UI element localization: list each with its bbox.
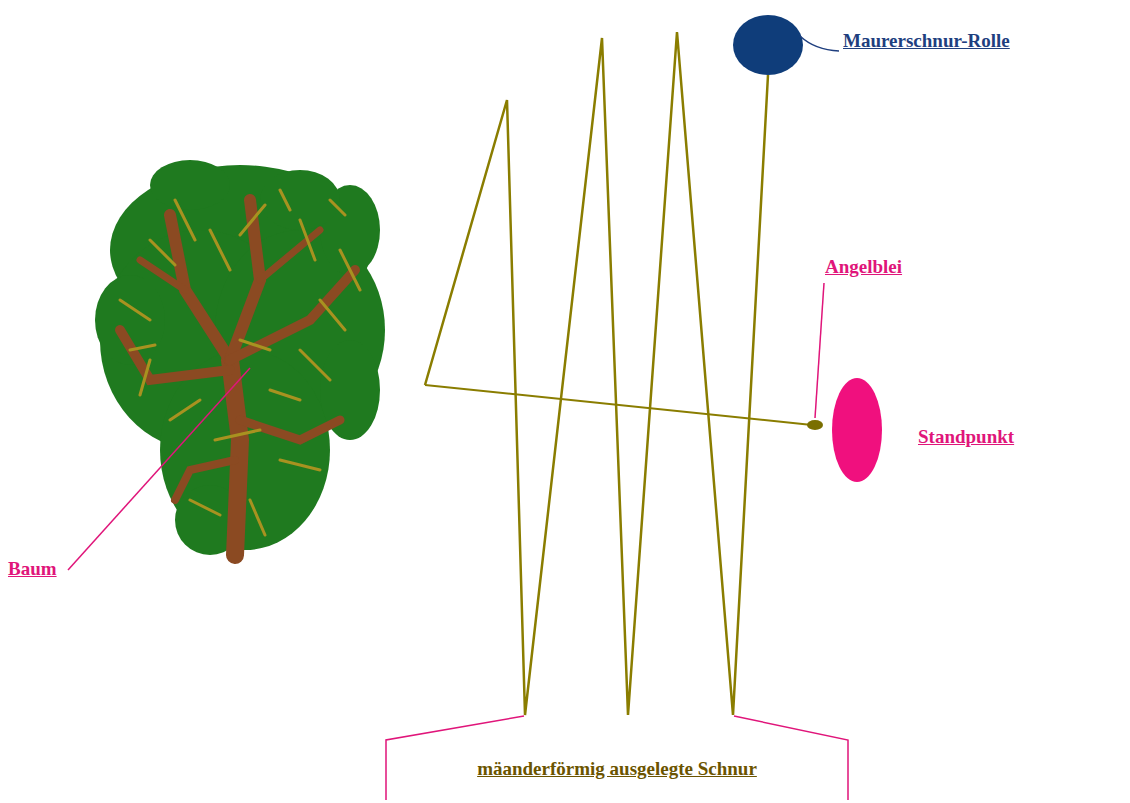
line — [425, 32, 812, 715]
standpoint-marker — [832, 378, 882, 482]
tree-branches — [120, 200, 355, 555]
part-label: Baum — [8, 558, 57, 580]
tree — [95, 160, 385, 555]
sinker — [807, 420, 823, 430]
cord-reel — [733, 15, 803, 75]
tree-twigs — [120, 190, 360, 535]
part-label: Angelblei — [825, 256, 902, 278]
tree-crown — [95, 160, 385, 555]
meander-cord — [425, 32, 768, 715]
bracket-label: mäanderförmig ausgelegte Schnur — [477, 758, 757, 780]
leader-line — [815, 283, 824, 418]
part-label: Maurerschnur-Rolle — [843, 30, 1010, 52]
leader-line — [68, 368, 250, 570]
part-label: Standpunkt — [918, 426, 1014, 448]
cord-to-sinker — [425, 385, 812, 425]
leader-line — [800, 36, 839, 51]
leaders — [68, 36, 848, 800]
